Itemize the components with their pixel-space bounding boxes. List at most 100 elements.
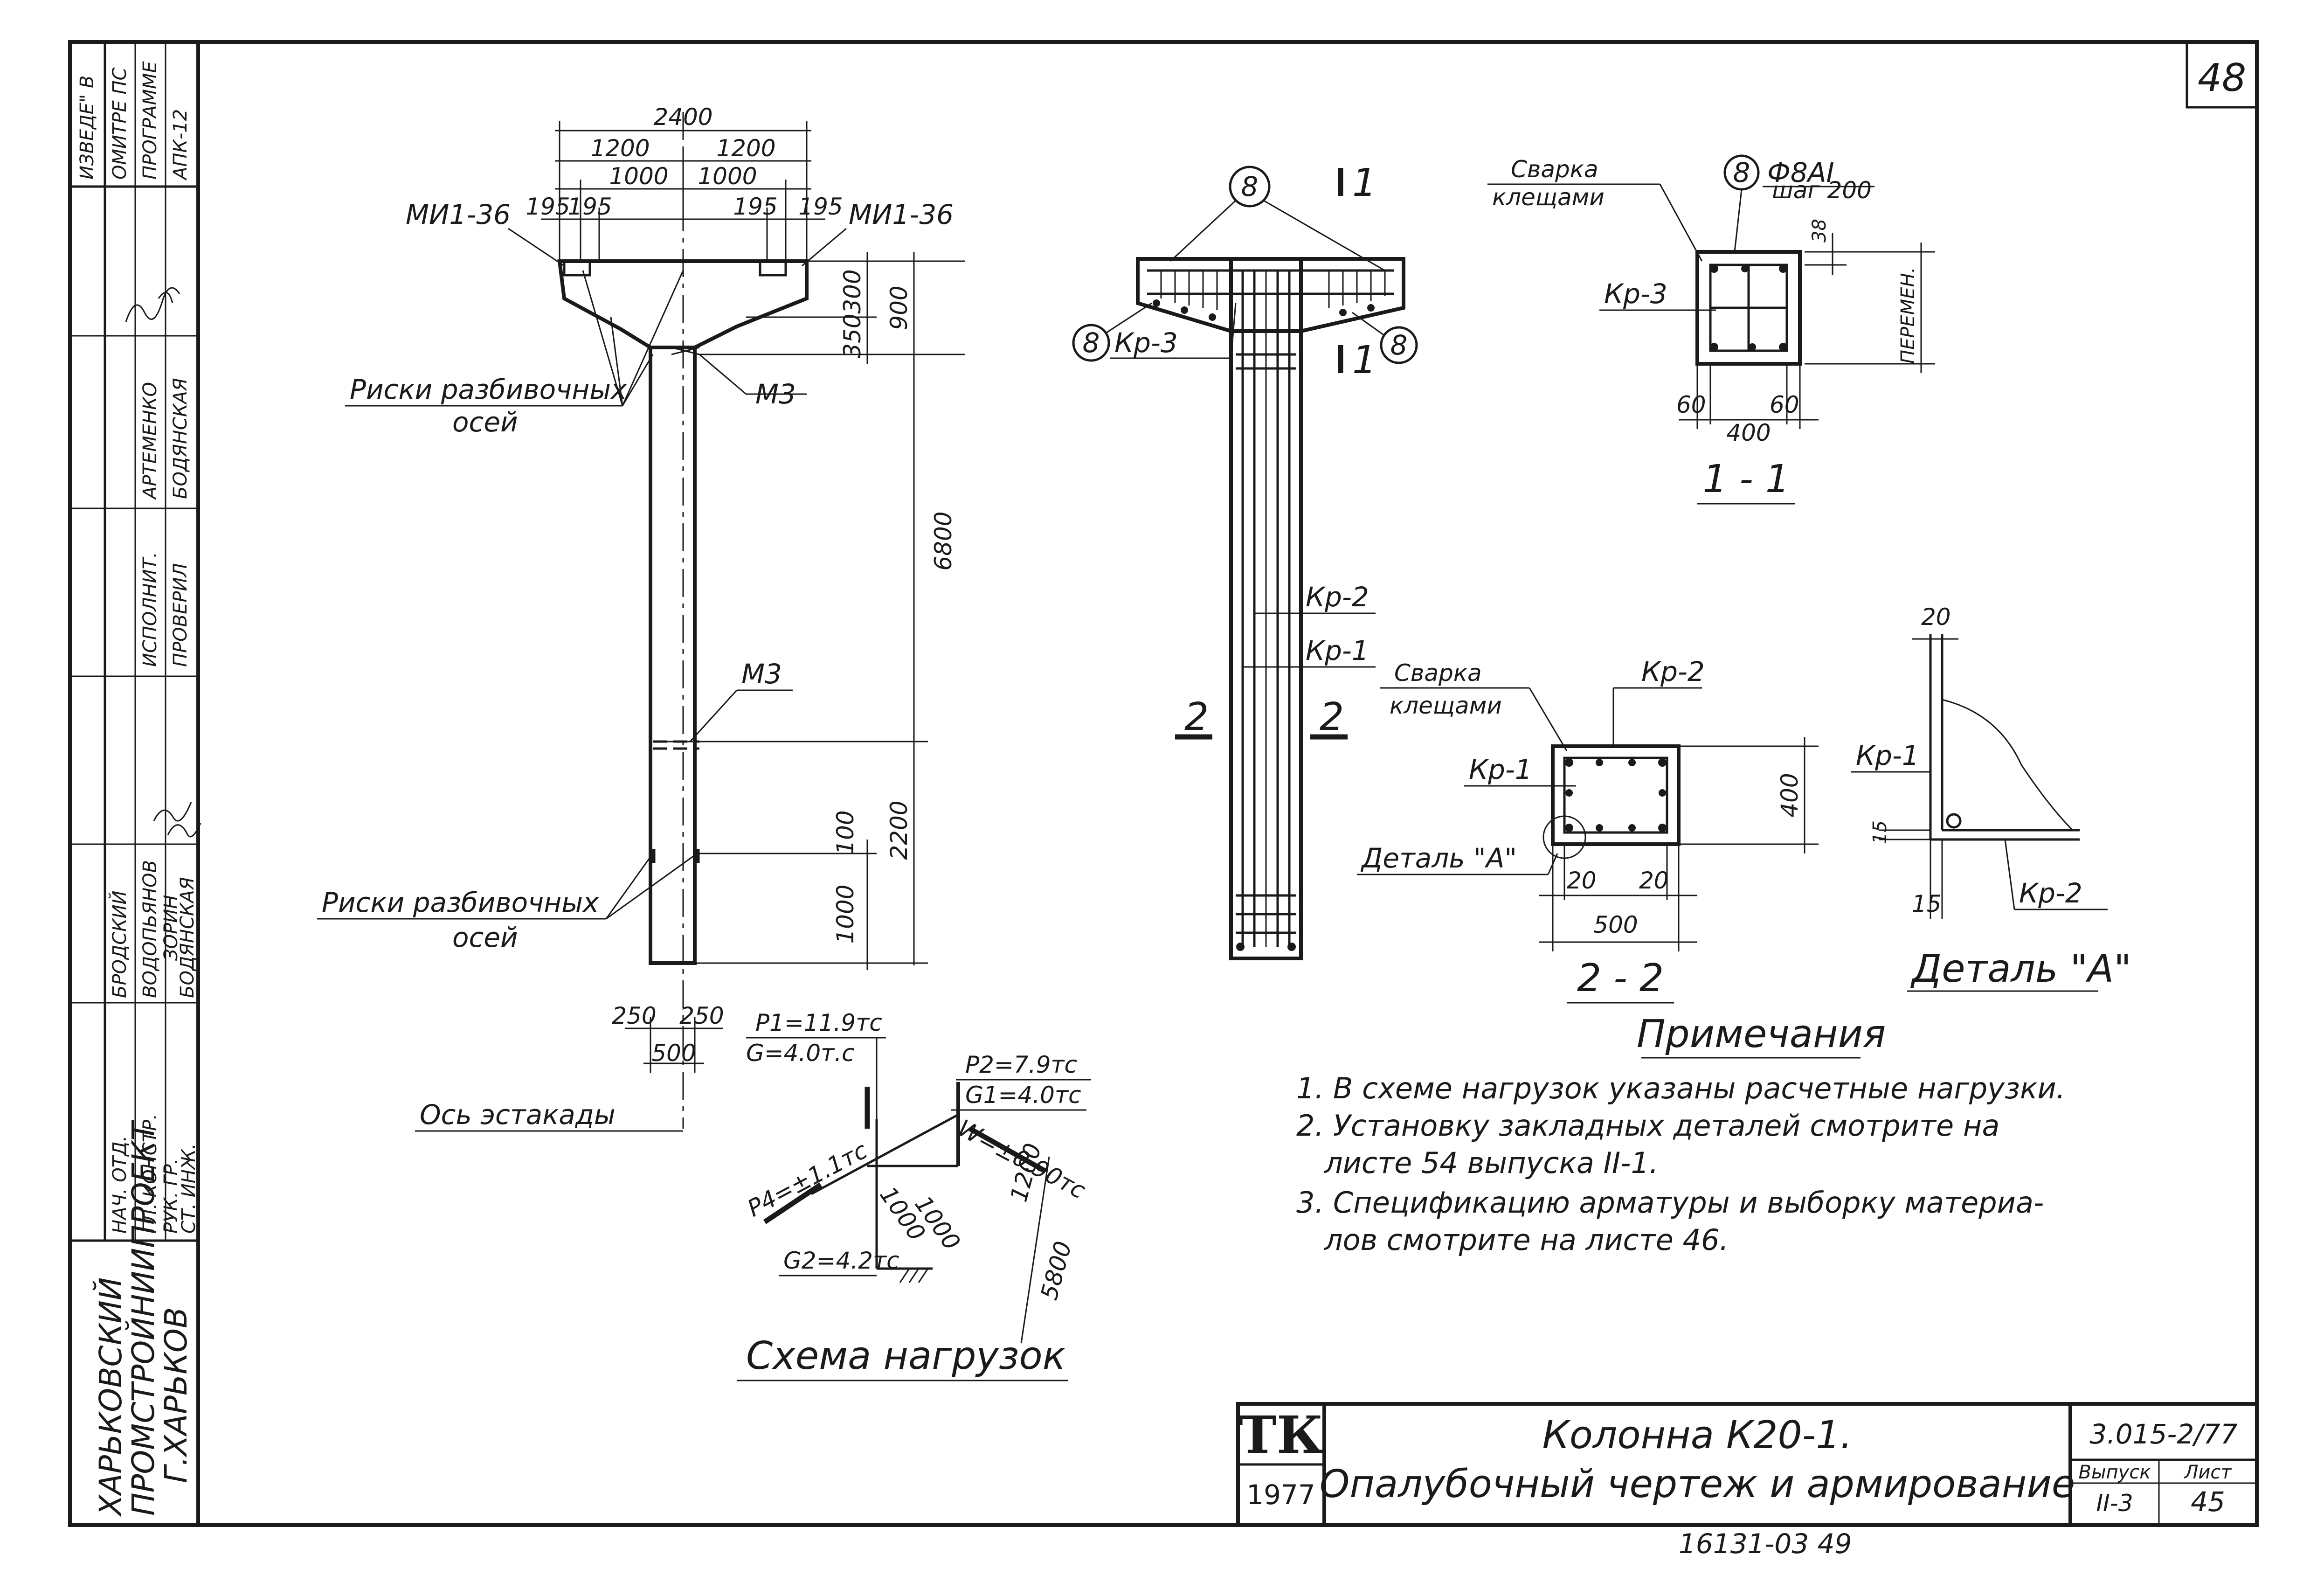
signature-mark <box>125 287 180 322</box>
inv-note-4: АПК-12 <box>170 109 191 181</box>
tb-issue-value: II-3 <box>2096 1490 2133 1517</box>
sheet-frame: 48 <box>68 40 2259 1527</box>
section-1-1: Сварка клещами 8 Ф8АI шаг 200 Кр-3 38 ПЕ… <box>1487 154 1935 505</box>
s11-dim-60-right: 60 <box>1770 391 1799 418</box>
section-1-1-title: 1 - 1 <box>1703 457 1790 501</box>
load-scheme: P1=11.9тс G=4.0т.с P2=7.9тс G1=4.0тс W=±… <box>737 1009 1091 1381</box>
callout-8-right-label: 8 <box>1390 329 1408 361</box>
tb-sheet-label: Лист <box>2183 1462 2232 1483</box>
dim-900: 900 <box>885 285 913 330</box>
s11-dim-60-left: 60 <box>1676 391 1706 418</box>
stamp-name-1: АРТЕМЕНКО <box>139 382 161 500</box>
org-line-1: ХАРЬКОВСКИЙ <box>92 1277 129 1517</box>
p4-label: P4=±1.1тс <box>743 1137 872 1222</box>
tb-issue-label: Выпуск <box>2079 1462 2151 1483</box>
s11-dim-var: ПЕРЕМЕН. <box>1897 267 1919 364</box>
dim-1200-right: 1200 <box>716 135 775 162</box>
detail-a-dim-15-a: 15 <box>1869 820 1891 844</box>
marks-top-line2: осей <box>452 406 518 438</box>
dim-195-left-a: 195 <box>526 193 570 220</box>
column-elevation: 2400 1200 1200 1000 1000 195 195 195 195… <box>317 104 965 1132</box>
detail-a-bar-kr1: Кр-1 <box>1856 740 1919 771</box>
section-mark-1-bottom: 1 <box>1352 338 1376 382</box>
marks-bottom-line2: осей <box>452 922 518 953</box>
bottom-stamp: 16131-03 49 <box>1679 1528 1852 1560</box>
dim-2200: 2200 <box>885 800 913 860</box>
embed-label-left: МИ1-36 <box>406 199 511 230</box>
marks-bottom-line1: Риски разбивочных <box>322 887 599 918</box>
stamp-name-4: ПРОВЕРИЛ <box>170 563 191 667</box>
dim-500: 500 <box>651 1040 696 1067</box>
s11-weld-line2: клещами <box>1492 184 1605 211</box>
section-mark-1-top: 1 <box>1352 161 1376 205</box>
s11-dim-400: 400 <box>1726 419 1771 446</box>
dim-1000-left: 1000 <box>609 163 668 190</box>
tk-logo: ТК <box>1238 1405 1323 1465</box>
tb-year: 1977 <box>1246 1479 1315 1511</box>
section-mark-2-right: 2 <box>1320 695 1344 739</box>
tb-title-line1: Колонна К20-1. <box>1542 1413 1853 1457</box>
inv-note-2: ОМИТРЕ ПС <box>109 67 131 180</box>
s11-callout-8-label: 8 <box>1733 157 1750 188</box>
signature-mark <box>167 823 201 838</box>
stamp-role-3: РУК. ГР. <box>160 1159 182 1234</box>
dim-250-left: 250 <box>612 1002 656 1029</box>
s22-weld-line1: Сварка <box>1394 659 1482 687</box>
s11-dim-38: 38 <box>1809 219 1830 243</box>
stamp-name-8: БОДЯНСКАЯ <box>177 877 198 998</box>
bar-kr3-label: Кр-3 <box>1114 327 1178 359</box>
s22-dim-20-left: 20 <box>1567 867 1597 894</box>
marks-top-line1: Риски разбивочных <box>350 374 627 405</box>
p1-label: P1=11.9тс <box>755 1009 882 1036</box>
stamp-role-1: НАЧ. ОТД. <box>109 1136 131 1234</box>
dim-5800: 5800 <box>1036 1238 1077 1303</box>
tb-doc-number: 3.015-2/77 <box>2089 1418 2237 1450</box>
embed-label-right: МИ1-36 <box>849 199 954 230</box>
s22-weld-line2: клещами <box>1390 692 1502 719</box>
s22-dim-500: 500 <box>1593 911 1638 938</box>
org-line-3: Г.ХАРЬКОВ <box>158 1307 194 1483</box>
stamp-name-2: БОДЯНСКАЯ <box>170 378 191 499</box>
note-item-3: листе 54 выпуска II-1. <box>1324 1146 1659 1180</box>
callout-8-left <box>1072 324 1110 362</box>
detail-a-dim-15-b: 15 <box>1912 890 1942 917</box>
s22-bar-kr1: Кр-1 <box>1469 754 1532 785</box>
stamp-role-2: ГЛ. КОНСТР. <box>139 1114 161 1234</box>
dim-6800: 6800 <box>930 511 957 570</box>
g-left-label: G=4.0т.с <box>746 1040 855 1067</box>
s22-dim-400: 400 <box>1776 773 1803 817</box>
detail-a-title: Деталь "А" <box>1910 947 2131 991</box>
reinforcement-elevation: 8 8 8 Кр-3 1 1 Кр-2 Кр-1 2 2 <box>1072 161 1418 960</box>
detail-a-bar-kr2: Кр-2 <box>2019 877 2082 909</box>
inv-note-3: ПРОГРАММЕ <box>139 61 161 180</box>
dim-100: 100 <box>832 810 859 854</box>
axis-label: Ось эстакады <box>420 1099 616 1131</box>
s22-dim-20-right: 20 <box>1639 867 1669 894</box>
dim-1200-left: 1200 <box>590 135 650 162</box>
side-stamp: ИЗВЕДЕ" В ОМИТРЕ ПС ПРОГРАММЕ АПК-12 АРТ… <box>70 42 201 1517</box>
signature-mark <box>153 802 192 822</box>
stamp-name-6: ВОДОПЬЯНОВ <box>139 860 161 998</box>
s11-weld-line1: Сварка <box>1511 156 1598 183</box>
section-2-2-title: 2 - 2 <box>1577 956 1664 1000</box>
dim-1000: 1000 <box>832 884 859 944</box>
sheet-corner-number: 48 <box>2198 56 2246 100</box>
p2-label: P2=7.9тс <box>965 1051 1077 1078</box>
callout-8-left-label: 8 <box>1083 327 1100 359</box>
detail-a: 20 Кр-1 15 15 Кр-2 Деталь "А" <box>1851 604 2131 992</box>
tb-title-line2: Опалубочный чертеж и армирование <box>1320 1462 2075 1506</box>
section-mark-2-left: 2 <box>1184 695 1209 739</box>
notes-heading: Примечания <box>1637 1012 1886 1056</box>
dim-250-right: 250 <box>679 1002 724 1029</box>
s22-detail-ref: Деталь "А" <box>1360 842 1517 874</box>
note-item-1: 1. В схеме нагрузок указаны расчетные на… <box>1296 1071 2065 1105</box>
note-item-2: 2. Установку закладных деталей смотрите … <box>1296 1109 1999 1143</box>
g2-label: G2=4.2тс <box>783 1247 899 1274</box>
dim-195-right-b: 195 <box>798 193 843 220</box>
stamp-role-4: СТ. ИНЖ. <box>178 1143 200 1234</box>
dim-300: 300 <box>839 269 866 313</box>
note-item-5: лов смотрите на листе 46. <box>1324 1223 1729 1257</box>
callout-8-right <box>1380 326 1418 364</box>
stamp-name-7: ЗОРИН <box>160 895 182 961</box>
